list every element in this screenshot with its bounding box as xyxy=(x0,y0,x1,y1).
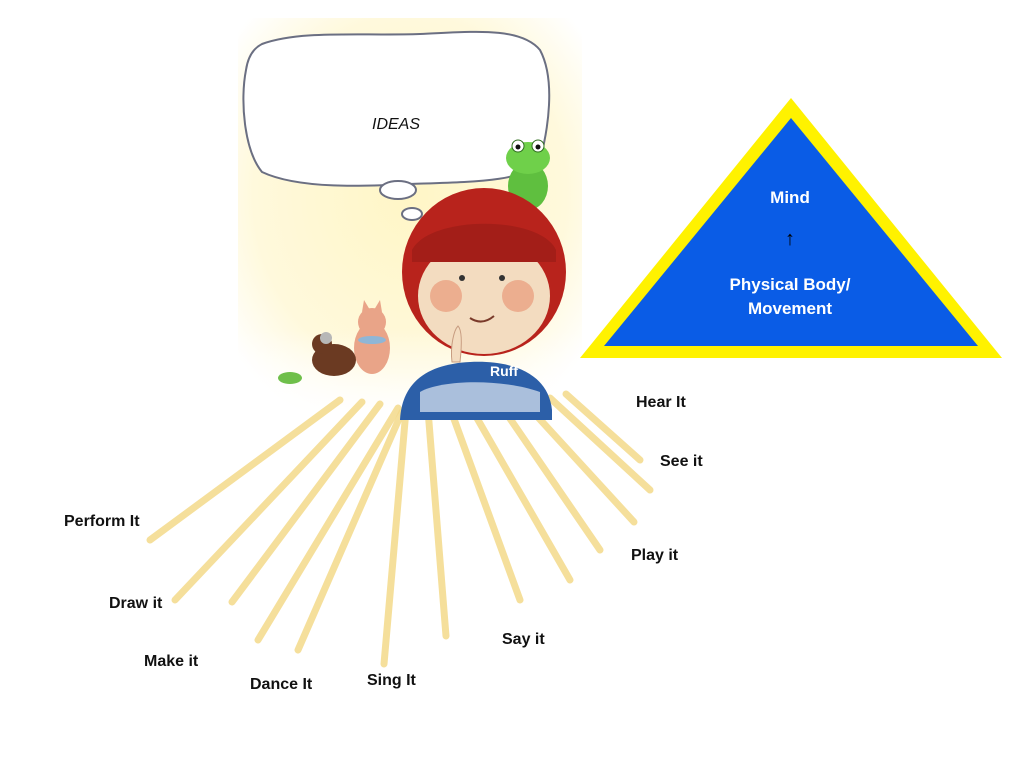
bubble-dot-small xyxy=(401,207,423,221)
ray-line xyxy=(146,396,344,544)
way-label-make: Make it xyxy=(144,653,199,670)
pyramid-bottom-label-line1: Physical Body/ xyxy=(729,275,851,294)
way-label-perform: Perform It xyxy=(64,513,140,530)
boy-figure xyxy=(400,188,566,420)
ray-line xyxy=(546,394,654,494)
ray-line xyxy=(446,404,524,604)
ray-line xyxy=(171,398,366,604)
way-label-draw: Draw it xyxy=(109,595,163,612)
way-label-sing: Sing It xyxy=(367,672,416,689)
bubble-dot-large xyxy=(379,180,417,200)
ray-line xyxy=(380,406,410,668)
ray-line xyxy=(466,402,574,584)
up-arrow-icon: ↑ xyxy=(785,228,795,250)
ray-line xyxy=(228,400,384,606)
way-label-play: Play it xyxy=(631,547,679,564)
thought-bubble xyxy=(242,30,551,187)
pyramid-bottom-label-line2: Movement xyxy=(747,299,833,318)
pets-figure xyxy=(278,300,390,384)
ray-line xyxy=(294,408,406,654)
pyramid-fill xyxy=(604,118,978,346)
ray-line xyxy=(424,406,450,640)
ideas-text: IDEAS xyxy=(372,116,421,133)
ray-line xyxy=(496,400,604,554)
way-label-dance: Dance It xyxy=(250,676,313,693)
ray-line xyxy=(520,398,638,526)
ray-line xyxy=(254,404,402,644)
way-label-hear: Hear It xyxy=(636,394,686,411)
rays-group xyxy=(146,390,654,668)
ray-line xyxy=(562,390,644,464)
name-tag-ruff: Ruff xyxy=(490,363,518,379)
way-label-see: See it xyxy=(660,453,703,470)
way-label-say: Say it xyxy=(502,631,545,648)
pyramid-top-label: Mind xyxy=(770,188,810,207)
